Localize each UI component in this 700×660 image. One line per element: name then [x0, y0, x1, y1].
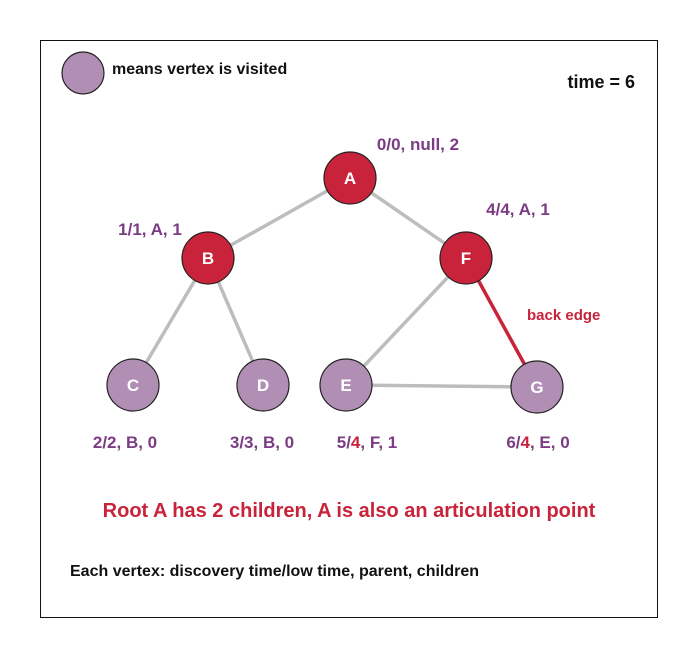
vertex-b-name: B: [202, 249, 214, 268]
vertex-e: E: [319, 358, 373, 412]
vertex-e-info-part: , F, 1: [360, 433, 397, 452]
vertex-f-info-part: 4/4, A, 1: [486, 200, 550, 219]
vertex-d-circle: [236, 358, 290, 412]
legend-visited-swatch: [61, 51, 105, 95]
vertex-e-info-part: 4: [351, 433, 361, 452]
vertex-a-info: 0/0, null, 2: [377, 135, 459, 154]
vertex-c-name: C: [127, 376, 139, 395]
vertex-b-circle: [181, 231, 235, 285]
vertex-g-name: G: [530, 378, 543, 397]
vertex-c-info-part: 2/2, B, 0: [93, 433, 157, 452]
legend-text: means vertex is visited: [112, 61, 287, 78]
edge-f-e: [344, 256, 468, 387]
vertex-d-name: D: [257, 376, 269, 395]
vertex-c: C: [106, 358, 160, 412]
vertex-f-info: 4/4, A, 1: [486, 200, 550, 219]
vertex-e-info-part: 5/: [337, 433, 351, 452]
vertex-g-info-part: , E, 0: [530, 433, 570, 452]
vertex-g-circle: [510, 360, 564, 414]
diagram-frame: [40, 40, 658, 618]
vertex-b-info: 1/1, A, 1: [118, 220, 182, 239]
edge-e-g: [345, 383, 538, 389]
vertex-g-info-part: 4: [521, 433, 531, 452]
vertex-g-info-part: 6/: [506, 433, 520, 452]
vertex-a: A: [323, 151, 377, 205]
back-edge-label: back edge: [527, 307, 600, 324]
time-indicator: time = 6: [567, 72, 635, 92]
vertex-d-info: 3/3, B, 0: [230, 433, 294, 452]
edge-a-b: [207, 176, 351, 260]
vertex-f: F: [439, 231, 493, 285]
vertex-c-info: 2/2, B, 0: [93, 433, 157, 452]
vertex-e-name: E: [340, 376, 351, 395]
vertex-g-info: 6/4, E, 0: [506, 433, 569, 452]
vertex-c-circle: [106, 358, 160, 412]
vertex-b-info-part: 1/1, A, 1: [118, 220, 182, 239]
vertex-d-info-part: 3/3, B, 0: [230, 433, 294, 452]
vertex-f-circle: [439, 231, 493, 285]
vertex-a-circle: [323, 151, 377, 205]
articulation-conclusion: Root A has 2 children, A is also an arti…: [103, 500, 596, 522]
vertex-a-info-part: 0/0, null, 2: [377, 135, 459, 154]
format-footnote: Each vertex: discovery time/low time, pa…: [70, 563, 479, 580]
vertex-e-circle: [319, 358, 373, 412]
vertex-f-name: F: [461, 249, 471, 268]
vertex-d: D: [236, 358, 290, 412]
vertex-e-info: 5/4, F, 1: [337, 433, 398, 452]
vertex-a-name: A: [344, 169, 356, 188]
vertex-g: G: [510, 360, 564, 414]
vertex-b: B: [181, 231, 235, 285]
